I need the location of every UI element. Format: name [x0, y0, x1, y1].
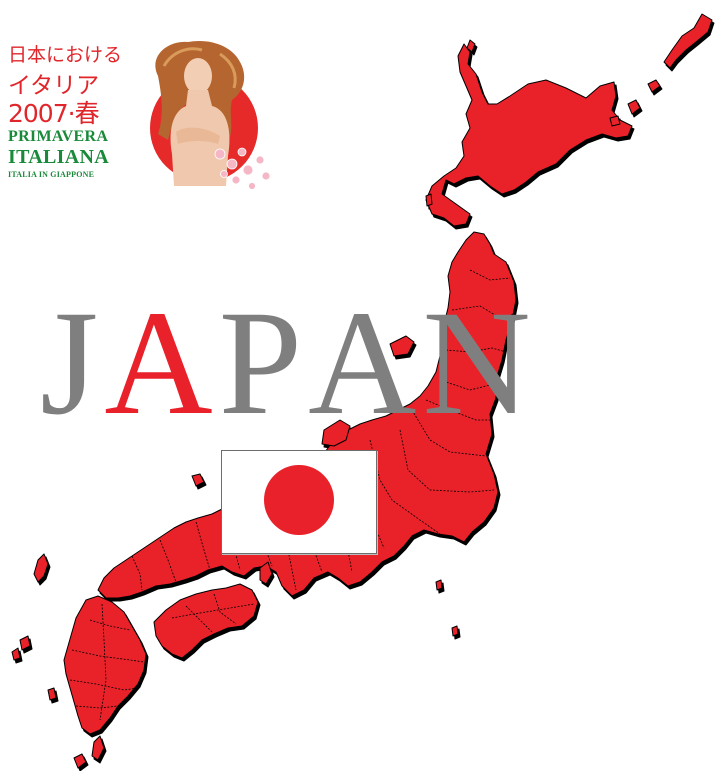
logo-jp-line2: イタリア — [8, 73, 100, 99]
logo-it-line2: ITALIANA — [8, 146, 109, 168]
hinomaru-disc — [264, 465, 334, 535]
island-kuril-3 — [609, 115, 621, 127]
logo-jp-line1: 日本における — [8, 44, 123, 66]
island-kuril-2 — [627, 99, 641, 115]
island-oki — [191, 473, 205, 487]
island-awaji — [259, 561, 273, 585]
island-kuril-1 — [647, 79, 661, 93]
title-letter-3: A — [308, 280, 423, 446]
island-izu-2 — [451, 625, 459, 637]
island-okushiri — [425, 193, 433, 207]
island-noto — [321, 419, 351, 447]
logo-jp-line3: 2007·春 — [8, 99, 100, 128]
island-tanegashima — [91, 735, 105, 761]
island-rebun — [466, 39, 476, 53]
island-honshu — [97, 231, 517, 599]
japan-flag — [221, 450, 377, 554]
venus-sun-illustration — [150, 40, 271, 190]
island-izu-1 — [435, 579, 443, 591]
title-letter-0: J — [40, 280, 105, 446]
island-goto-1 — [19, 635, 31, 651]
title-letter-2: P — [218, 280, 309, 446]
primavera-italiana-logo: 日本における イタリア 2007·春 PRIMAVERA ITALIANA IT… — [4, 36, 276, 196]
island-shikoku — [153, 583, 259, 659]
island-hokkaido — [425, 43, 633, 227]
title-letter-1: A — [104, 280, 219, 446]
island-tsushima — [33, 553, 49, 583]
logo-it-line3: ITALIA IN GIAPPONE — [8, 170, 95, 179]
title-japan: JAPAN — [40, 288, 537, 438]
island-goto-2 — [11, 647, 21, 661]
island-sado — [389, 335, 415, 357]
island-kuril-tip — [663, 13, 713, 69]
island-koshiki — [47, 687, 57, 701]
title-letter-4: N — [422, 280, 537, 446]
island-yakushima — [73, 753, 87, 769]
logo-it-line1: PRIMAVERA — [8, 128, 109, 145]
